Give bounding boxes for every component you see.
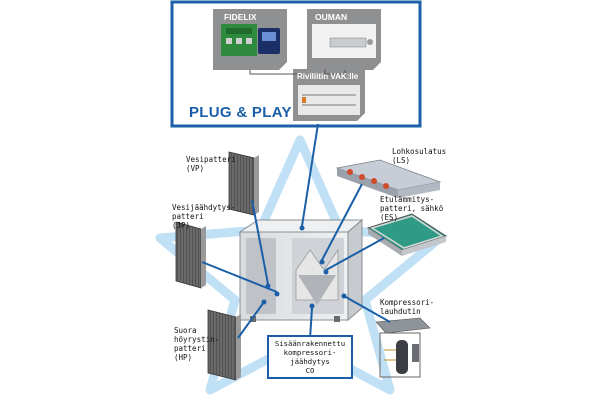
suora-hoyrystinpatteri-coil (207, 309, 241, 381)
hp-code: (HP) (174, 353, 193, 362)
co-name: Sisäänrakennettu kompressori- jäähdytys (274, 339, 346, 366)
connector-vp (251, 199, 269, 285)
rivilitin-module (293, 69, 365, 121)
connector-es (325, 237, 385, 271)
ouman-label: OUMAN (315, 12, 348, 22)
connector-ls (321, 183, 363, 261)
es-name: Etulämmitys- patteri, sähkö (380, 195, 444, 213)
connector-plugplay (301, 123, 319, 227)
connection-dots (261, 225, 347, 309)
vesijaahdytyspatteri-coil (175, 221, 206, 289)
vesipatteri-coil (228, 151, 259, 216)
etulammityspatteri-unit (366, 213, 448, 256)
connector-kl (343, 295, 391, 323)
plug-and-play-title: PLUG & PLAY (189, 104, 292, 121)
vp-name: Vesipatteri (186, 155, 236, 164)
fidelix-label: FIDELIX (224, 12, 257, 22)
rivilitin-label: Riviliitin VAK:lle (297, 72, 359, 81)
ls-code: (LS) (392, 156, 411, 165)
kl-name: Kompressori- lauhdutin (380, 298, 435, 316)
es-code: (ES) (380, 213, 399, 222)
ls-name: Lohkosulatus (392, 147, 447, 156)
connector-jp (201, 261, 278, 293)
hp-name: Suora höyrystin- patteri (174, 326, 220, 353)
connector-lines (201, 123, 391, 340)
fidelix-to-rivilitin-line (249, 70, 300, 75)
vp-code: (VP) (186, 164, 205, 173)
jp-name: Vesijäähdytys- patteri (172, 203, 236, 221)
lohkosulatus-unit (335, 159, 442, 198)
jp-code: (JP) (172, 221, 191, 230)
co-box-text: Sisäänrakennettu kompressori- jäähdytys … (271, 339, 349, 375)
connector-co (309, 307, 313, 340)
connector-hp (237, 301, 265, 339)
co-box (267, 335, 353, 379)
fidelix-module (213, 9, 287, 70)
ouman-module (307, 9, 381, 70)
ouman-to-rivilitin-line (324, 69, 346, 75)
co-code: CO (305, 366, 315, 375)
